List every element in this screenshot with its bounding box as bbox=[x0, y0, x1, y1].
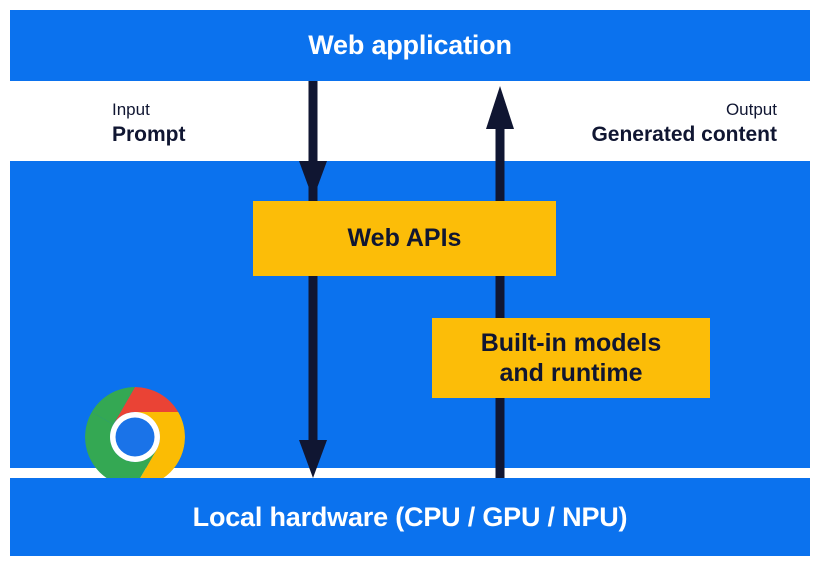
band-local-hardware: Local hardware (CPU / GPU / NPU) bbox=[10, 478, 810, 556]
module-web-apis-label: Web APIs bbox=[347, 224, 462, 252]
band-web-application: Web application bbox=[10, 10, 810, 81]
module-built-in-models-line2: and runtime bbox=[499, 359, 643, 387]
band-web-application-label: Web application bbox=[308, 30, 512, 60]
band-local-hardware-label: Local hardware (CPU / GPU / NPU) bbox=[192, 501, 628, 532]
annotation-output-value: Generated content bbox=[591, 122, 777, 146]
annotation-input-kind: Input bbox=[112, 100, 150, 119]
module-built-in-models[interactable]: Built-in models and runtime bbox=[432, 318, 710, 398]
module-built-in-models-line1: Built-in models bbox=[480, 328, 662, 357]
module-built-in-models-label: Built-in models and runtime bbox=[471, 328, 672, 389]
module-web-apis[interactable]: Web APIs bbox=[253, 201, 556, 276]
chrome-logo-icon bbox=[85, 387, 185, 487]
annotation-output-kind: Output bbox=[725, 100, 777, 119]
annotation-input: Input Prompt bbox=[112, 100, 186, 147]
annotation-input-value: Prompt bbox=[112, 122, 186, 146]
annotation-output: Output Generated content bbox=[591, 100, 777, 147]
